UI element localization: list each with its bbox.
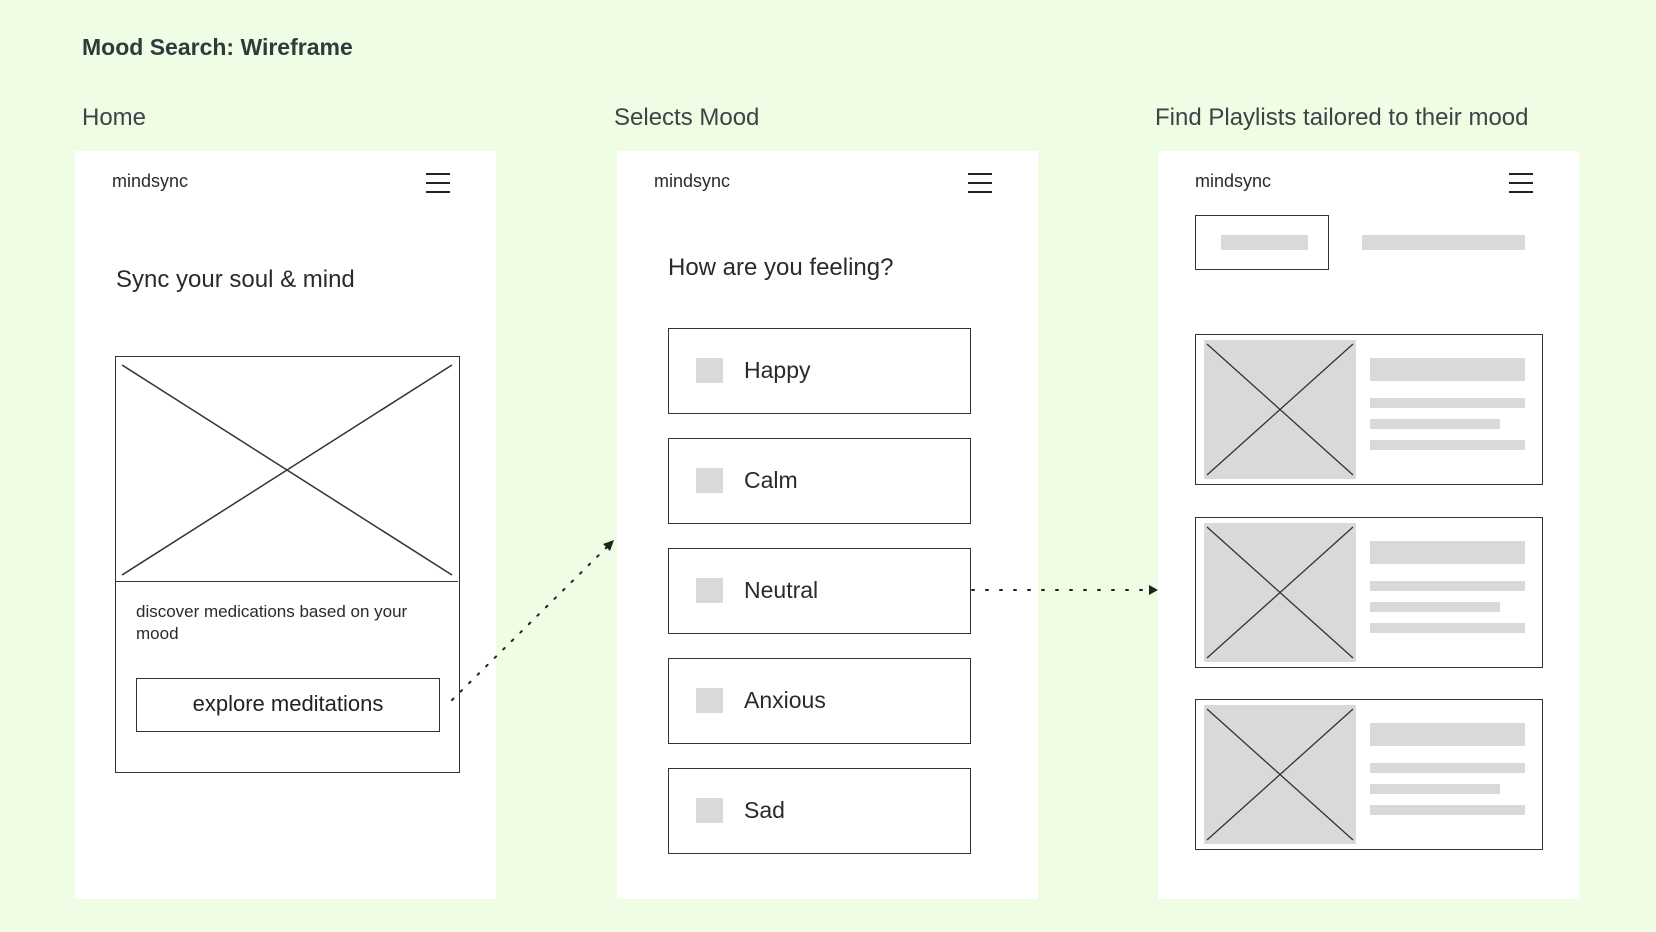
mood-option-label: Sad xyxy=(744,797,785,823)
hero-description: discover medications based on your mood xyxy=(136,602,408,643)
hamburger-menu-icon[interactable] xyxy=(968,173,992,195)
playlist-line-placeholder xyxy=(1370,805,1525,815)
playlist-card[interactable] xyxy=(1195,517,1543,668)
mood-option-label: Neutral xyxy=(744,577,819,603)
home-headline: Sync your soul & mind xyxy=(116,266,355,293)
tab-label-placeholder xyxy=(1221,235,1308,250)
playlist-title-placeholder xyxy=(1370,723,1525,746)
section-label-home: Home xyxy=(82,104,147,131)
playlist-card[interactable] xyxy=(1195,334,1543,485)
mood-option-calm[interactable]: Calm xyxy=(668,438,971,524)
hamburger-menu-icon[interactable] xyxy=(1509,173,1533,195)
checkbox[interactable] xyxy=(696,578,723,603)
filter-tab-active[interactable] xyxy=(1195,215,1329,270)
mood-option-anxious[interactable]: Anxious xyxy=(668,658,971,744)
image-placeholder-icon xyxy=(1204,523,1356,662)
home-screen: mindsync Sync your soul & mind discover … xyxy=(75,151,496,899)
brand-logo: mindsync xyxy=(1195,171,1272,191)
page-title: Mood Search: Wireframe xyxy=(82,34,353,60)
mood-option-sad[interactable]: Sad xyxy=(668,768,971,854)
playlist-line-placeholder xyxy=(1370,784,1500,794)
checkbox[interactable] xyxy=(696,358,723,383)
section-label-playlists: Find Playlists tailored to their mood xyxy=(1155,104,1529,131)
hero-card: discover medications based on your mood … xyxy=(115,356,460,773)
checkbox[interactable] xyxy=(696,468,723,493)
playlist-line-placeholder xyxy=(1370,623,1525,633)
mood-option-label: Calm xyxy=(744,467,798,493)
arrowhead-icon xyxy=(1149,585,1158,595)
section-label-selects-mood: Selects Mood xyxy=(614,104,760,131)
explore-meditations-button[interactable]: explore meditations xyxy=(136,678,440,732)
arrowhead-icon xyxy=(603,540,614,551)
playlist-line-placeholder xyxy=(1370,581,1525,591)
playlist-line-placeholder xyxy=(1370,763,1525,773)
image-placeholder-icon xyxy=(116,357,458,582)
playlist-title-placeholder xyxy=(1370,541,1525,564)
playlist-title-placeholder xyxy=(1370,358,1525,381)
mood-option-label: Happy xyxy=(744,357,811,383)
mood-option-label: Anxious xyxy=(744,687,826,713)
hamburger-menu-icon[interactable] xyxy=(426,173,450,195)
playlist-line-placeholder xyxy=(1370,440,1525,450)
playlist-card[interactable] xyxy=(1195,699,1543,850)
brand-logo: mindsync xyxy=(112,171,189,191)
mood-option-happy[interactable]: Happy xyxy=(668,328,971,414)
mood-option-neutral[interactable]: Neutral xyxy=(668,548,971,634)
checkbox[interactable] xyxy=(696,798,723,823)
playlist-line-placeholder xyxy=(1370,419,1500,429)
playlists-screen: mindsync xyxy=(1158,151,1579,899)
filter-tab-placeholder[interactable] xyxy=(1362,235,1525,250)
image-placeholder-icon xyxy=(1204,340,1356,479)
image-placeholder-icon xyxy=(1204,705,1356,844)
mood-question: How are you feeling? xyxy=(668,254,894,281)
mood-screen: mindsync How are you feeling? Happy Calm… xyxy=(617,151,1038,899)
checkbox[interactable] xyxy=(696,688,723,713)
brand-logo: mindsync xyxy=(654,171,731,191)
playlist-line-placeholder xyxy=(1370,398,1525,408)
playlist-line-placeholder xyxy=(1370,602,1500,612)
